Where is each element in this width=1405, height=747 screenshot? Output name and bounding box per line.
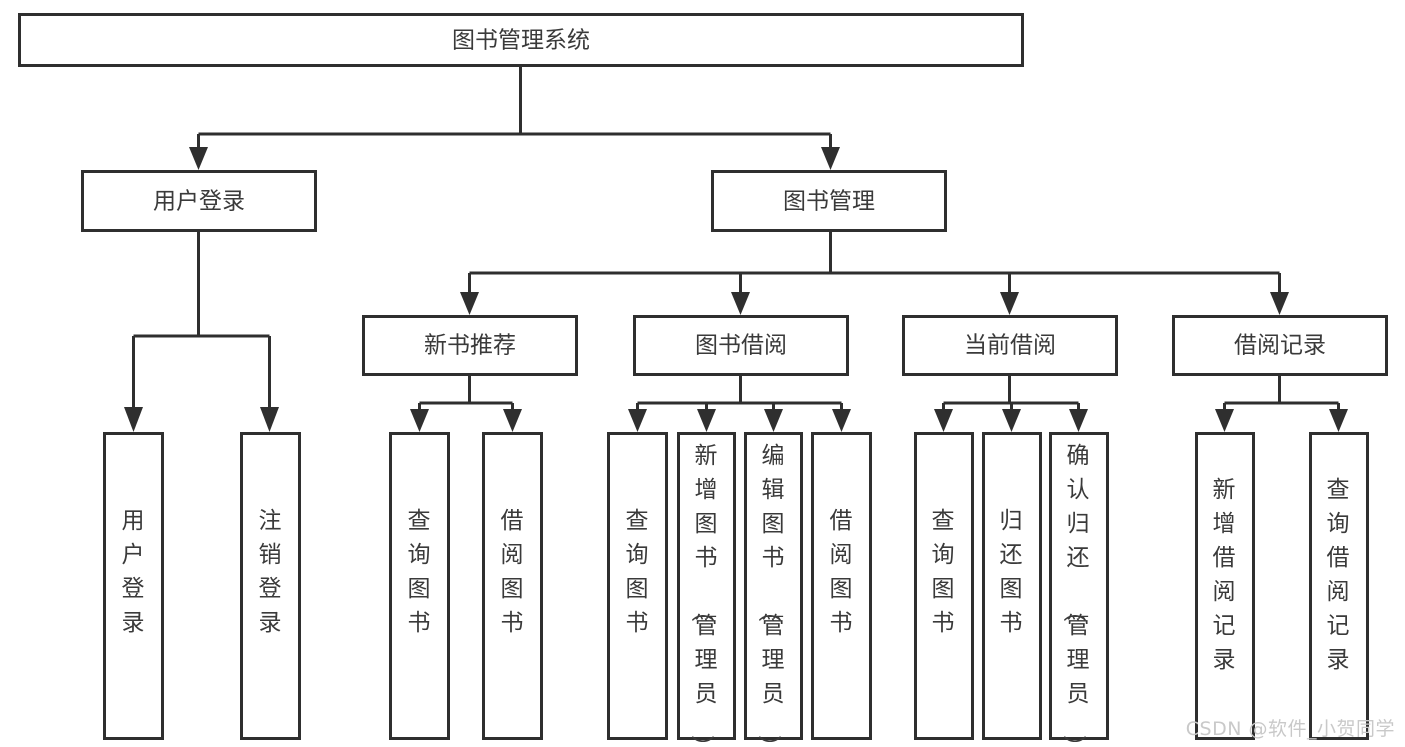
node-leaf-return-book-label: 归还图书 <box>1000 508 1023 636</box>
node-book-manage[interactable]: 图书管理 <box>711 170 947 232</box>
arrow-head-leaf-edit-book-admin <box>764 409 783 432</box>
node-root[interactable]: 图书管理系统 <box>18 13 1024 67</box>
node-leaf-borrow-book-2-label: 借阅图书 <box>830 508 853 636</box>
node-leaf-query-book-3[interactable]: 查询图书 <box>914 432 974 740</box>
arrow-head-leaf-query-book-3 <box>934 409 953 432</box>
arrow-head-new-book-recommend <box>460 292 479 315</box>
node-leaf-edit-book-admin-label: 编辑图书（管理员） <box>756 443 785 747</box>
arrow-head-leaf-add-borrow-record <box>1215 409 1234 432</box>
node-leaf-return-book-box[interactable] <box>982 432 1042 740</box>
node-leaf-borrow-book-1-label: 借阅图书 <box>501 508 524 636</box>
node-leaf-add-book-admin-box[interactable] <box>677 432 736 740</box>
node-leaf-logout-login-box[interactable] <box>240 432 301 740</box>
node-new-book-recommend-label: 新书推荐 <box>424 333 516 359</box>
node-leaf-confirm-return-admin-label: 确认归还（管理员） <box>1061 443 1090 747</box>
node-leaf-query-book-2-label: 查询图书 <box>626 508 649 636</box>
arrow-head-user-login <box>189 147 208 170</box>
node-borrow-record-label: 借阅记录 <box>1234 333 1326 359</box>
node-leaf-query-book-2-box[interactable] <box>607 432 668 740</box>
node-book-manage-label: 图书管理 <box>783 189 875 215</box>
node-leaf-query-book-1[interactable]: 查询图书 <box>389 432 450 740</box>
arrow-head-leaf-user-login <box>124 407 143 432</box>
node-leaf-logout-login[interactable]: 注销登录 <box>240 432 301 740</box>
node-leaf-query-borrow-record-box[interactable] <box>1309 432 1369 740</box>
node-current-borrow-box[interactable] <box>902 315 1118 376</box>
node-leaf-user-login[interactable]: 用户登录 <box>103 432 164 740</box>
node-leaf-user-login-box[interactable] <box>103 432 164 740</box>
node-borrow-record[interactable]: 借阅记录 <box>1172 315 1388 376</box>
node-leaf-query-borrow-record[interactable]: 查询借阅记录 <box>1309 432 1369 740</box>
node-leaf-borrow-book-2[interactable]: 借阅图书 <box>811 432 872 740</box>
arrow-head-book-borrow <box>731 292 750 315</box>
node-current-borrow[interactable]: 当前借阅 <box>902 315 1118 376</box>
node-leaf-borrow-book-2-box[interactable] <box>811 432 872 740</box>
node-leaf-borrow-book-1-box[interactable] <box>482 432 543 740</box>
connector-layer <box>124 66 1348 432</box>
node-new-book-recommend-box[interactable] <box>362 315 578 376</box>
node-leaf-query-book-2[interactable]: 查询图书 <box>607 432 668 740</box>
node-root-label: 图书管理系统 <box>452 28 590 54</box>
arrow-head-leaf-query-book-1 <box>410 409 429 432</box>
node-leaf-confirm-return-admin-box[interactable] <box>1049 432 1109 740</box>
node-leaf-query-book-1-label: 查询图书 <box>408 508 431 636</box>
node-leaf-borrow-book-1[interactable]: 借阅图书 <box>482 432 543 740</box>
node-leaf-user-login-label: 用户登录 <box>122 508 145 636</box>
node-leaf-query-book-3-label: 查询图书 <box>932 508 955 636</box>
node-leaf-add-book-admin-label: 新增图书（管理员） <box>689 443 718 747</box>
arrow-head-leaf-borrow-book-2 <box>832 409 851 432</box>
node-book-borrow-label: 图书借阅 <box>695 333 787 359</box>
node-leaf-add-borrow-record[interactable]: 新增借阅记录 <box>1195 432 1255 740</box>
node-book-borrow-box[interactable] <box>633 315 849 376</box>
node-user-login-label: 用户登录 <box>153 189 245 215</box>
node-leaf-confirm-return-admin[interactable]: 确认归还（管理员） <box>1049 432 1109 747</box>
node-user-login-box[interactable] <box>81 170 317 232</box>
node-leaf-edit-book-admin-box[interactable] <box>744 432 803 740</box>
node-leaf-query-book-1-box[interactable] <box>389 432 450 740</box>
node-leaf-edit-book-admin[interactable]: 编辑图书（管理员） <box>744 432 803 747</box>
node-leaf-add-borrow-record-box[interactable] <box>1195 432 1255 740</box>
node-book-borrow[interactable]: 图书借阅 <box>633 315 849 376</box>
node-current-borrow-label: 当前借阅 <box>964 333 1056 359</box>
arrow-head-book-manage <box>821 147 840 170</box>
node-leaf-add-book-admin[interactable]: 新增图书（管理员） <box>677 432 736 747</box>
arrow-head-leaf-borrow-book-1 <box>503 409 522 432</box>
node-leaf-return-book[interactable]: 归还图书 <box>982 432 1042 740</box>
arrow-head-leaf-confirm-return-admin <box>1069 409 1088 432</box>
node-leaf-logout-login-label: 注销登录 <box>259 508 282 636</box>
arrow-head-leaf-return-book <box>1002 409 1021 432</box>
arrow-head-leaf-add-book-admin <box>697 409 716 432</box>
node-new-book-recommend[interactable]: 新书推荐 <box>362 315 578 376</box>
node-leaf-add-borrow-record-label: 新增借阅记录 <box>1213 477 1236 673</box>
arrow-head-leaf-query-book-2 <box>628 409 647 432</box>
node-book-manage-box[interactable] <box>711 170 947 232</box>
arrow-head-leaf-logout-login <box>260 407 279 432</box>
arrow-head-borrow-record <box>1270 292 1289 315</box>
node-user-login[interactable]: 用户登录 <box>81 170 317 232</box>
node-leaf-query-book-3-box[interactable] <box>914 432 974 740</box>
node-borrow-record-box[interactable] <box>1172 315 1388 376</box>
node-root-box[interactable] <box>18 13 1024 67</box>
node-leaf-query-borrow-record-label: 查询借阅记录 <box>1327 477 1350 673</box>
arrow-head-current-borrow <box>1000 292 1019 315</box>
arrow-head-leaf-query-borrow-record <box>1329 409 1348 432</box>
